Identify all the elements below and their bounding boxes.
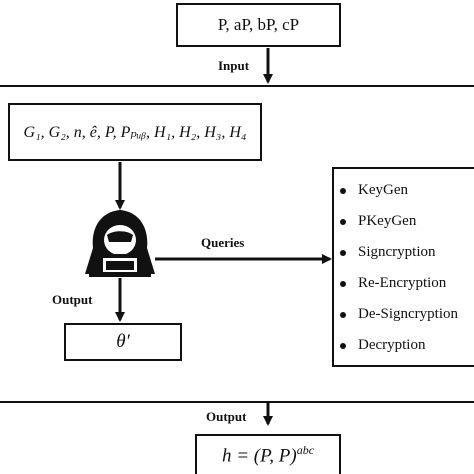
oracle-item: KeyGen xyxy=(334,175,474,206)
theta-text: θ′ xyxy=(116,331,130,352)
input-values-box: P, aP, bP, cP xyxy=(176,3,341,47)
oracle-item-label: Re-Encryption xyxy=(358,275,447,291)
result-box: h = (P, P)abc xyxy=(195,434,341,474)
bullet-icon xyxy=(340,249,346,256)
public-params-box: G₁, G₂, n, ê, P, Pₚᵤᵦ, H₁, H₂, H₃, H₄ xyxy=(8,103,262,161)
result-text: h = (P, P)abc xyxy=(222,443,314,467)
theta-box: θ′ xyxy=(64,323,182,361)
oracle-item-label: KeyGen xyxy=(358,182,408,198)
bullet-icon xyxy=(340,187,346,194)
oracle-item: Re-Encryption xyxy=(334,268,474,299)
result-lhs: h = (P, P) xyxy=(221,445,297,467)
bullet-icon xyxy=(340,218,346,225)
final-output-label: Output xyxy=(206,409,247,424)
adversary-output-label: Output xyxy=(52,292,93,307)
input-values-text: P, aP, bP, cP xyxy=(217,15,300,34)
input-label: Input xyxy=(218,58,250,73)
bullet-icon xyxy=(340,342,346,349)
bullet-icon xyxy=(340,311,346,318)
oracle-item-label: PKeyGen xyxy=(358,213,417,229)
oracle-item: De-Signcryption xyxy=(334,299,474,330)
queries-label: Queries xyxy=(201,235,245,250)
oracle-item-label: Decryption xyxy=(358,337,426,353)
public-params-text: G₁, G₂, n, ê, P, Pₚᵤᵦ, H₁, H₂, H₃, H₄ xyxy=(23,124,247,141)
oracle-item: Decryption xyxy=(334,330,474,361)
oracle-item-label: De-Signcryption xyxy=(358,306,458,322)
oracle-item: Signcryption xyxy=(334,237,474,268)
hooded-hacker-icon xyxy=(85,210,155,277)
result-exponent: abc xyxy=(296,442,315,457)
oracle-item: PKeyGen xyxy=(334,206,474,237)
oracle-item-label: Signcryption xyxy=(358,244,436,260)
bullet-icon xyxy=(340,280,346,287)
